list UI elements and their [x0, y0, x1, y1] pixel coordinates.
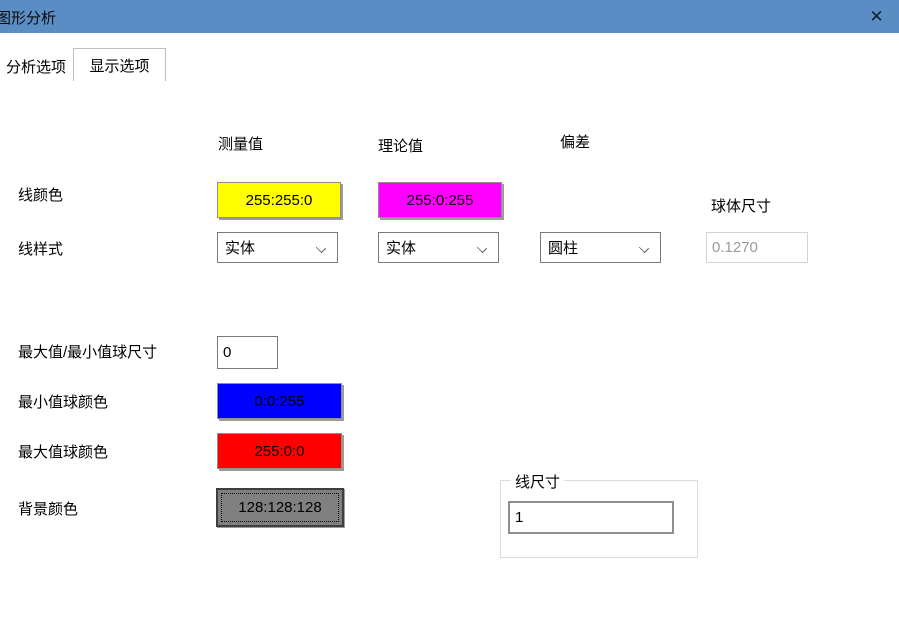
tab-display-options[interactable]: 显示选项 — [73, 48, 166, 81]
line-size-group-label: 线尺寸 — [511, 471, 565, 492]
measured-line-style-value: 实体 — [225, 240, 256, 257]
measured-line-color-value: 255:255:0 — [245, 191, 313, 209]
sphere-size-field — [706, 232, 808, 263]
line-size-input[interactable] — [508, 501, 674, 534]
title-bar[interactable]: 图形分析 ✕ — [0, 0, 899, 33]
theoretical-line-color-button[interactable]: 255:0:255 — [378, 182, 502, 218]
max-sphere-color-label: 最大值球颜色 — [18, 444, 109, 461]
measured-line-color-button[interactable]: 255:255:0 — [217, 182, 341, 218]
column-header-theoretical: 理论值 — [378, 138, 424, 155]
tab-analysis-label: 分析选项 — [5, 59, 66, 76]
tab-display-label: 显示选项 — [89, 57, 150, 75]
column-header-deviation: 偏差 — [560, 134, 591, 151]
chevron-down-icon — [315, 242, 327, 254]
min-sphere-color-button[interactable]: 0:0:255 — [217, 383, 342, 419]
measured-line-style-select[interactable]: 实体 — [217, 232, 338, 263]
chevron-down-icon — [638, 242, 650, 254]
max-sphere-color-button[interactable]: 255:0:0 — [217, 433, 342, 469]
column-header-measured: 测量值 — [218, 136, 264, 153]
min-sphere-color-label: 最小值球颜色 — [18, 394, 109, 411]
background-color-value: 128:128:128 — [238, 499, 322, 516]
line-style-label: 线样式 — [18, 241, 64, 258]
background-color-button[interactable]: 128:128:128 — [216, 488, 344, 527]
max-sphere-color-value: 255:0:0 — [254, 442, 305, 460]
theoretical-line-style-value: 实体 — [386, 240, 417, 257]
background-color-label: 背景颜色 — [18, 501, 79, 518]
minmax-sphere-size-label: 最大值/最小值球尺寸 — [18, 344, 158, 361]
line-size-groupbox: 线尺寸 — [500, 471, 698, 558]
theoretical-line-color-value: 255:0:255 — [406, 191, 474, 209]
minmax-sphere-size-input[interactable] — [217, 336, 278, 369]
deviation-style-select[interactable]: 圆柱 — [540, 232, 661, 263]
line-color-label: 线颜色 — [18, 187, 64, 204]
chevron-down-icon — [476, 242, 488, 254]
close-icon[interactable]: ✕ — [869, 6, 884, 26]
theoretical-line-style-select[interactable]: 实体 — [378, 232, 499, 263]
deviation-style-value: 圆柱 — [548, 240, 579, 257]
tab-analysis-options[interactable]: 分析选项 — [0, 52, 72, 81]
sphere-size-label: 球体尺寸 — [711, 198, 772, 215]
min-sphere-color-value: 0:0:255 — [254, 392, 305, 410]
window-title: 图形分析 — [0, 10, 57, 27]
